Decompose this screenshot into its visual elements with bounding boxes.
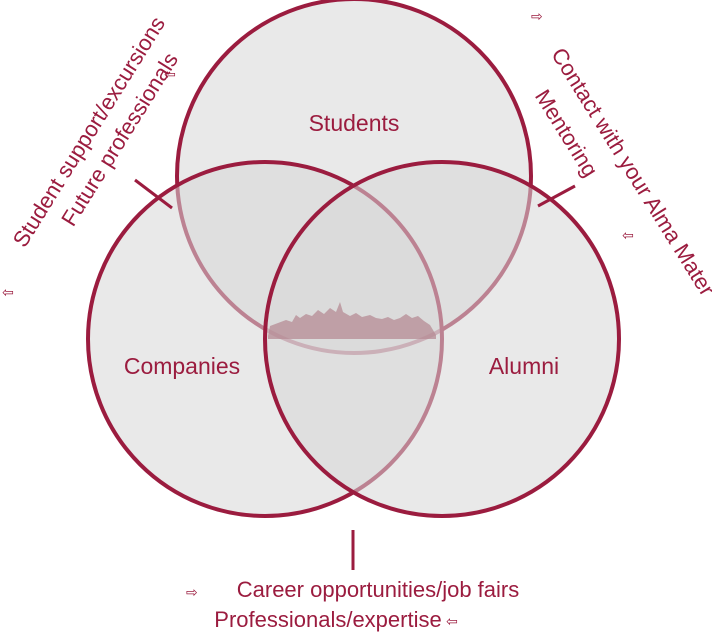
left-arrow-icon: ⇦: [2, 285, 14, 301]
left-arrow-icon: ⇦: [622, 228, 634, 244]
students-label: Students: [309, 110, 400, 136]
left-arrow-icon: ⇦: [446, 614, 458, 630]
bottom-text-line2: Professionals/expertise: [214, 607, 441, 632]
right-arrow-icon: ⇨: [531, 9, 543, 25]
right-arrow-icon: ⇨: [186, 585, 198, 601]
alumni-label: Alumni: [489, 353, 559, 379]
connector-left: [134, 178, 173, 210]
alumni-circle: [263, 160, 621, 518]
bottom-text-line1: Career opportunities/job fairs: [237, 577, 519, 602]
left-arrow-icon: ⇦: [164, 67, 176, 83]
companies-label: Companies: [124, 353, 240, 379]
connector-right: [537, 184, 576, 208]
skyline-illustration: [268, 302, 436, 339]
